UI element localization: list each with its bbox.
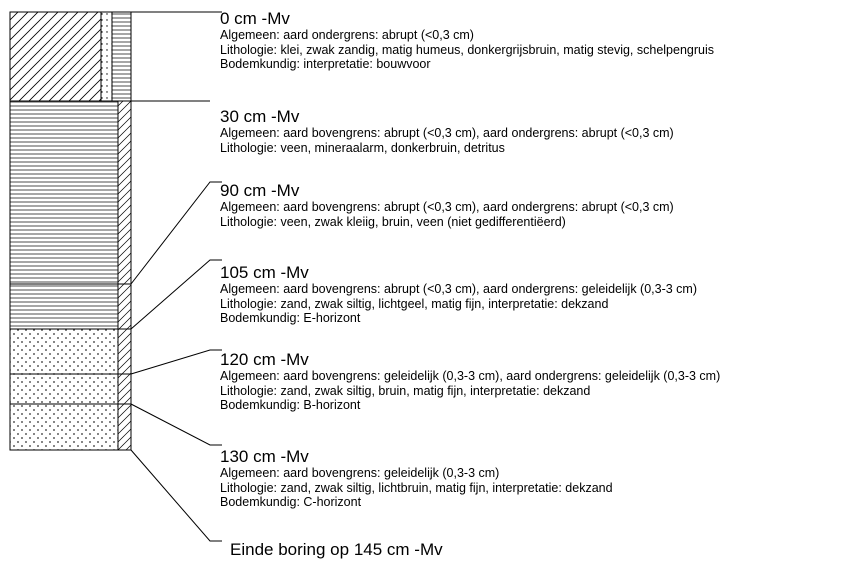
depth-label: 130 cm -Mv xyxy=(220,447,309,466)
depth-label: 30 cm -Mv xyxy=(220,107,300,126)
leader-line-105cm xyxy=(130,259,222,330)
description-line: Lithologie: klei, zwak zandig, matig hum… xyxy=(220,42,715,57)
leader-line-145cm xyxy=(130,449,222,542)
layer-clayey-peat-column xyxy=(9,283,132,330)
description-line: Lithologie: zand, zwak siltig, lichtgeel… xyxy=(220,296,609,311)
leader-lines xyxy=(130,11,222,542)
description-line: Algemeen: aard bovengrens: geleidelijk (… xyxy=(220,466,500,480)
description-line: Bodemkundig: E-horizont xyxy=(220,311,361,325)
layer-sand-e-column xyxy=(9,328,132,375)
depth-label: 105 cm -Mv xyxy=(220,263,309,282)
description-line: Algemeen: aard bovengrens: geleidelijk (… xyxy=(220,369,721,383)
description-line: Lithologie: veen, mineraalarm, donkerbru… xyxy=(220,140,505,155)
layer-description-90cm: 90 cm -Mv Algemeen: aard bovengrens: abr… xyxy=(220,182,674,229)
layer-description-30cm: 30 cm -Mv Algemeen: aard bovengrens: abr… xyxy=(220,108,674,155)
depth-label: 120 cm -Mv xyxy=(220,350,309,369)
description-line: Bodemkundig: interpretatie: bouwvoor xyxy=(220,57,431,71)
layer-description-105cm: 105 cm -Mv Algemeen: aard bovengrens: ab… xyxy=(220,264,697,326)
depth-label: 0 cm -Mv xyxy=(220,9,290,28)
description-line: Algemeen: aard bovengrens: abrupt (<0,3 … xyxy=(220,200,674,214)
description-line: Algemeen: aard ondergrens: abrupt (<0,3 … xyxy=(220,28,474,42)
layer-sand-b-column xyxy=(9,373,132,405)
layer-sand-c-column xyxy=(9,403,132,451)
description-line: Lithologie: veen, zwak kleiig, bruin, ve… xyxy=(220,214,566,229)
end-of-boring-label: Einde boring op 145 cm -Mv xyxy=(230,540,443,559)
leader-line-130cm xyxy=(130,403,222,446)
layer-description-0cm: 0 cm -Mv Algemeen: aard ondergrens: abru… xyxy=(220,10,714,72)
description-line: Bodemkundig: B-horizont xyxy=(220,398,361,412)
description-line: Lithologie: zand, zwak siltig, bruin, ma… xyxy=(220,383,591,398)
layer-peat-column xyxy=(9,100,132,285)
depth-label: 90 cm -Mv xyxy=(220,181,300,200)
layer-description-120cm: 120 cm -Mv Algemeen: aard bovengrens: ge… xyxy=(220,351,720,413)
layer-clay-column xyxy=(9,11,132,102)
layer-description-130cm: 130 cm -Mv Algemeen: aard bovengrens: ge… xyxy=(220,448,613,510)
leader-line-120cm xyxy=(130,349,222,375)
description-line: Algemeen: aard bovengrens: abrupt (<0,3 … xyxy=(220,282,697,296)
description-line: Lithologie: zand, zwak siltig, lichtbrui… xyxy=(220,480,613,495)
leader-line-90cm xyxy=(130,181,222,285)
description-line: Bodemkundig: C-horizont xyxy=(220,495,362,509)
description-line: Algemeen: aard bovengrens: abrupt (<0,3 … xyxy=(220,126,674,140)
